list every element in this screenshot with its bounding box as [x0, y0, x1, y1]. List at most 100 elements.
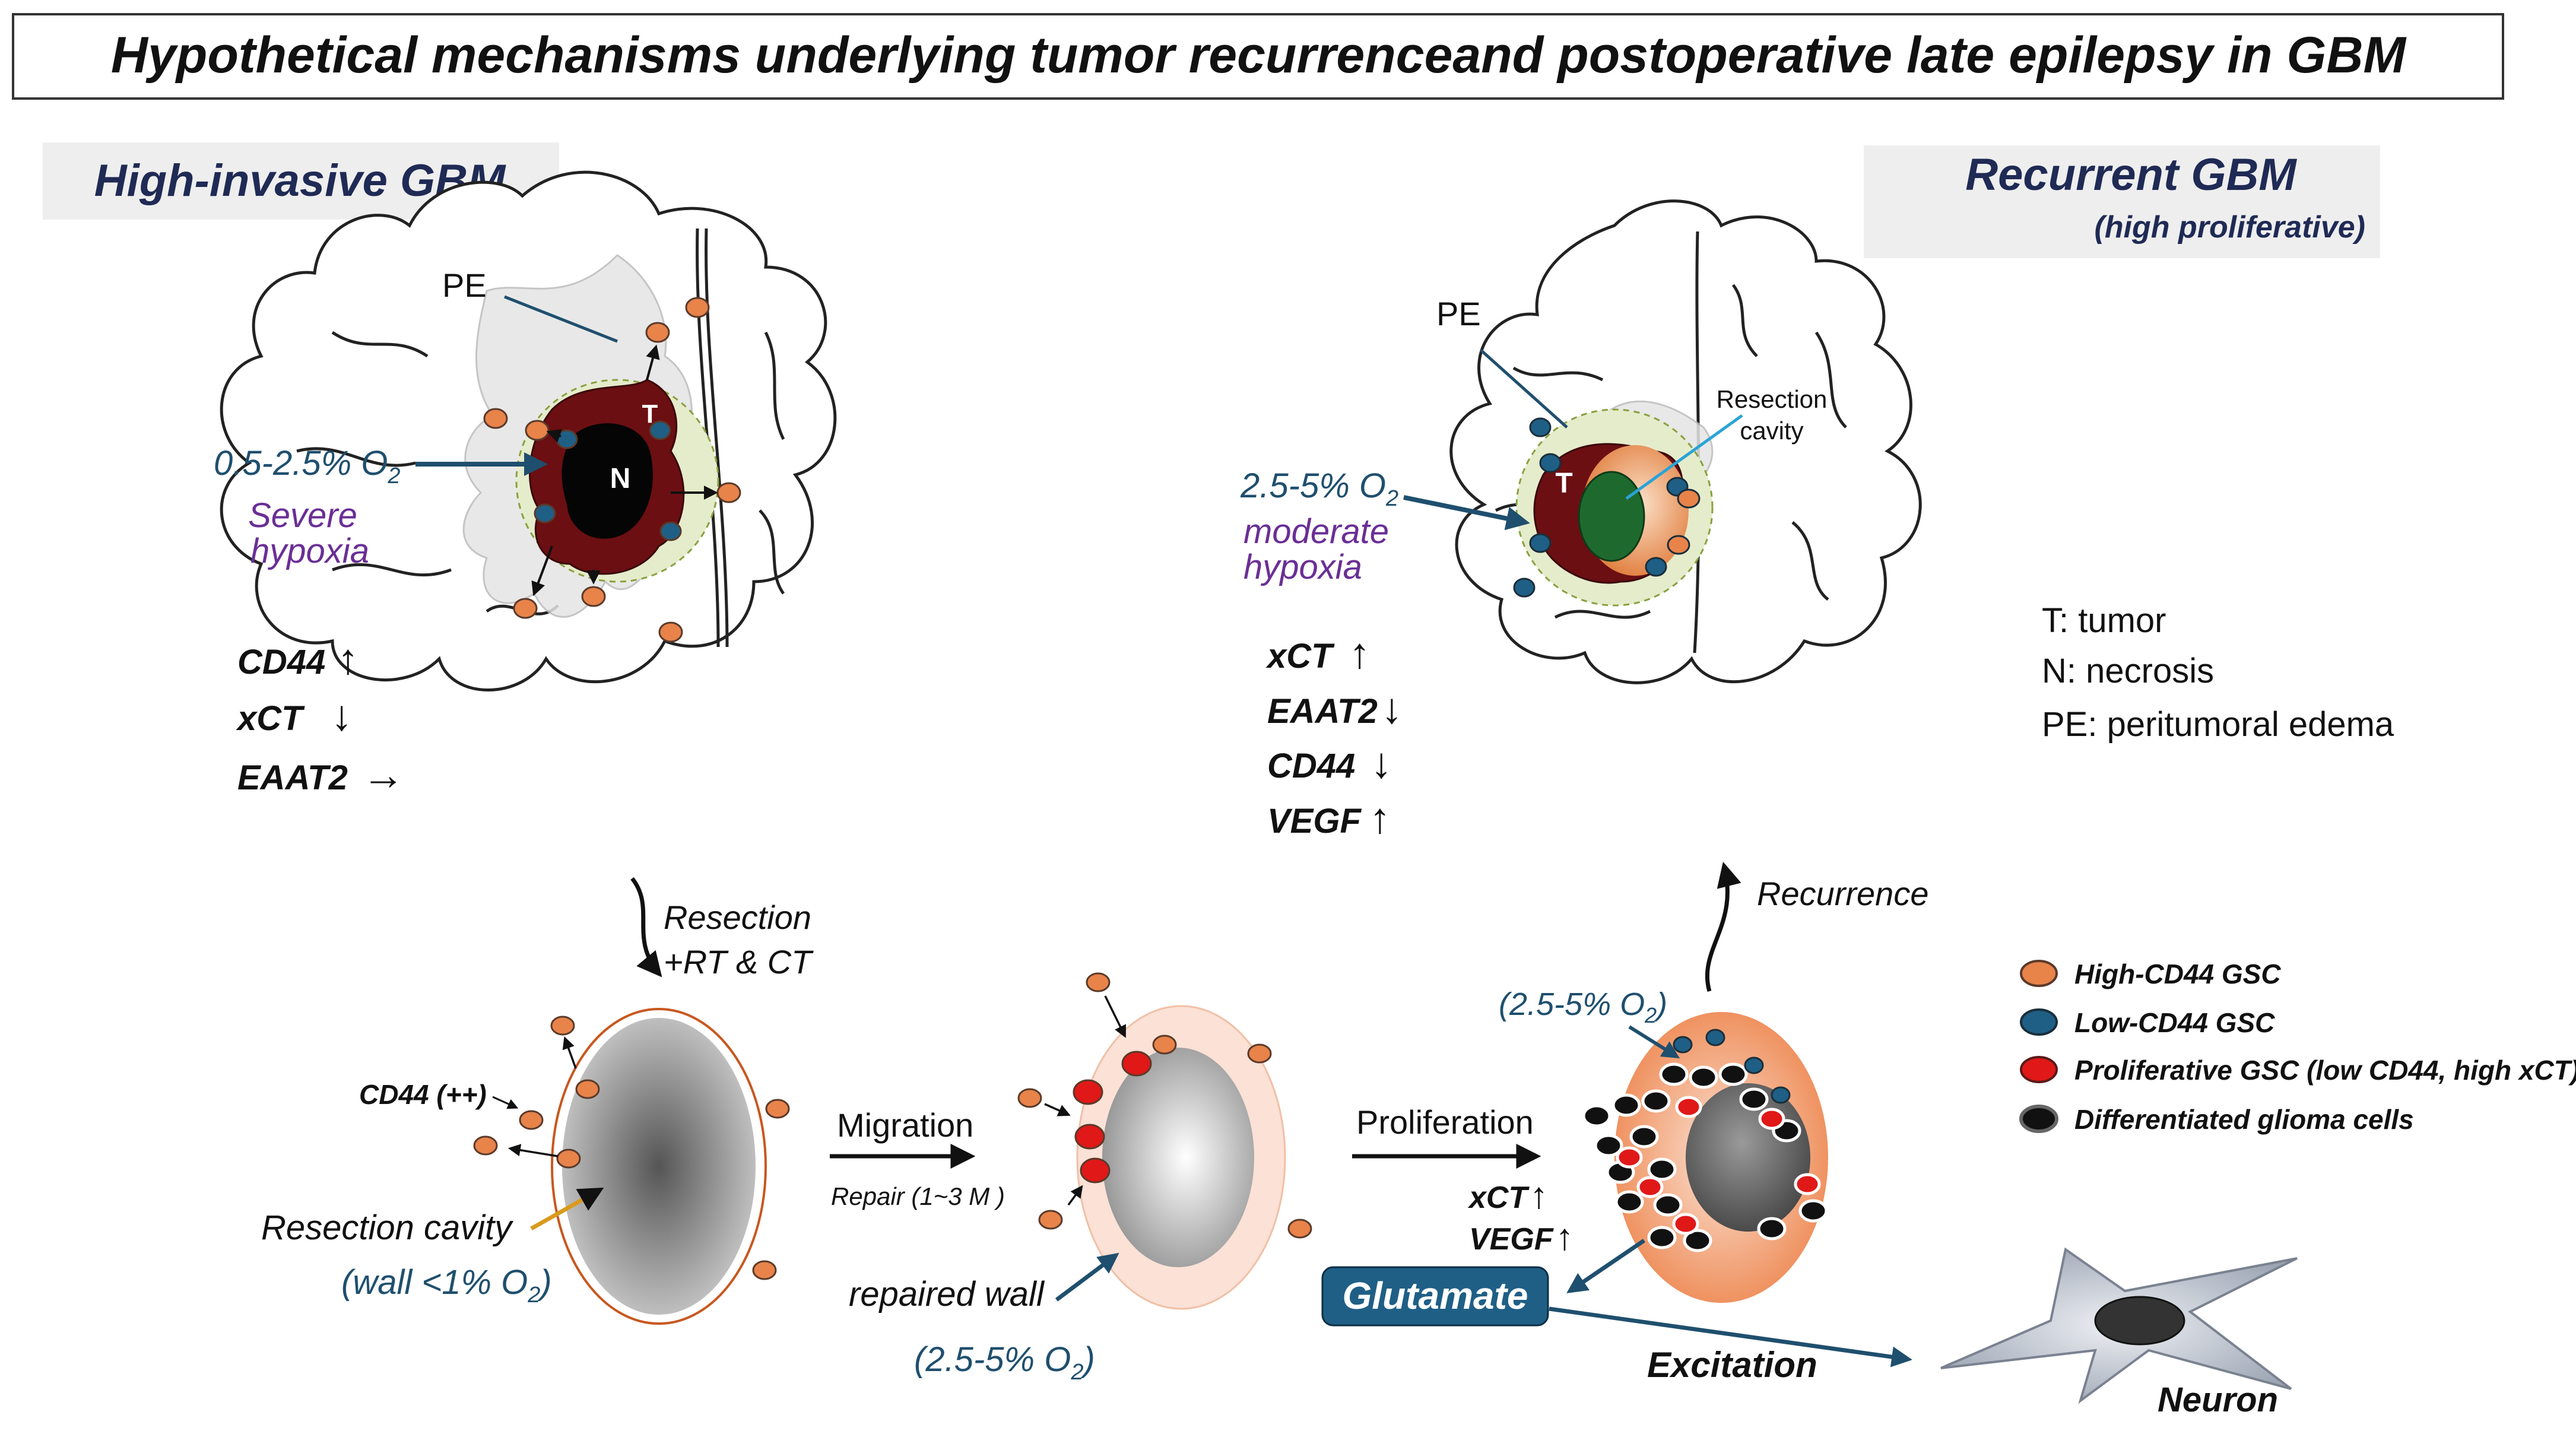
- right-t-label: T: [1555, 468, 1572, 499]
- right-oxygen-label: 2.5-5% O2: [1240, 467, 1398, 511]
- right-marker-eaat2: EAAT2↓: [1267, 685, 1403, 732]
- high-cd44-gsc: [1152, 1035, 1177, 1055]
- glutamate-release-arrow: [1566, 1239, 1645, 1293]
- proliferating-cells: [1582, 1062, 1828, 1252]
- proliferative-gsc: [1616, 1146, 1643, 1169]
- low-cd44-gsc: [1529, 417, 1552, 437]
- page-title: Hypothetical mechanisms underlying tumor…: [111, 27, 2407, 84]
- right-heading: Recurrent GBM: [1965, 150, 2297, 200]
- resection-arrow: [630, 877, 662, 978]
- right-oxygen-arrow: [1403, 495, 1530, 531]
- high-cd44-gsc: [473, 1135, 498, 1156]
- right-heading-box: [1864, 145, 2380, 258]
- legend-label-proliferative: Proliferative GSC (low CD44, high xCT): [2074, 1055, 2576, 1086]
- proliferative-gsc: [1672, 1213, 1699, 1235]
- proliferative-gsc: [1121, 1051, 1152, 1077]
- glutamate-box: [1321, 1266, 1549, 1327]
- high-cd44-gsc: [752, 1260, 777, 1280]
- differentiated-glioma-cell: [1689, 1065, 1718, 1089]
- low-cd44-gsc: [649, 420, 671, 440]
- right-marker-cd44: CD44↓: [1267, 740, 1392, 787]
- high-cd44-gsc: [1086, 972, 1111, 992]
- high-cd44-gsc: [575, 1079, 600, 1099]
- high-cd44-gsc: [645, 322, 670, 343]
- proliferative-gsc: [1675, 1096, 1702, 1118]
- neuron-label: Neuron: [2158, 1381, 2278, 1419]
- left-n-label: N: [610, 463, 631, 494]
- legend: High-CD44 GSC Low-CD44 GSC Proliferative…: [2019, 959, 2576, 1135]
- low-cd44-gsc: [1744, 1057, 1764, 1074]
- low-cd44-gsc: [1645, 557, 1667, 577]
- repaired-wall-pointer: [1055, 1252, 1119, 1302]
- right-pe-pointer: [1480, 349, 1568, 429]
- low-cd44-gsc: [1705, 1029, 1725, 1046]
- left-migration-arrows: [531, 344, 718, 597]
- high-cd44-gsc: [1038, 1210, 1063, 1230]
- differentiated-glioma-cell: [1757, 1217, 1787, 1241]
- cd44-label: CD44 (++): [359, 1079, 487, 1110]
- high-cd44-gsc: [1017, 1088, 1042, 1108]
- differentiated-glioma-cell: [1659, 1062, 1689, 1086]
- low-cd44-gsc: [1513, 578, 1536, 598]
- differentiated-glioma-cell: [1629, 1125, 1659, 1149]
- left-marker-eaat2: EAAT2→: [237, 751, 405, 799]
- high-cd44-gsc: [1677, 488, 1701, 509]
- high-cd44-gsc: [556, 1149, 581, 1169]
- proliferative-gsc: [1758, 1108, 1785, 1130]
- title-box: [12, 13, 2504, 100]
- right-hypoxia-line1: moderate: [1243, 512, 1389, 551]
- left-pe-pointer: [504, 295, 618, 343]
- repair-label: Repair (1~3 M ): [831, 1182, 1005, 1210]
- right-cavity-pointer: [1625, 414, 1743, 500]
- abbrev-necrosis: N: necrosis: [2042, 652, 2214, 690]
- high-cd44-gsc: [483, 408, 508, 429]
- repaired-migration-arrows: [1044, 995, 1126, 1206]
- proliferative-gsc: [1074, 1124, 1105, 1150]
- recurrence-label: Recurrence: [1757, 875, 1928, 912]
- left-hypoxia-line2: hypoxia: [250, 532, 369, 570]
- high-cd44-gsc: [1667, 535, 1690, 555]
- legend-swatch-proliferative: [2020, 1056, 2058, 1083]
- proliferative-gsc: [1636, 1176, 1664, 1198]
- repaired-oxygen-label: (2.5-5% O2): [914, 1340, 1095, 1385]
- differentiated-glioma-cell: [1611, 1093, 1641, 1117]
- differentiated-glioma-cell: [1647, 1157, 1677, 1181]
- differentiated-glioma-cell: [1739, 1087, 1769, 1111]
- cd44-pointer: [492, 1096, 519, 1109]
- right-marker-xct: xCT↑: [1265, 630, 1371, 677]
- repaired-gsc-cells: [1017, 972, 1312, 1239]
- differentiated-glioma-cell: [1594, 1134, 1623, 1157]
- differentiated-glioma-cell: [1653, 1193, 1683, 1217]
- resection-cavity-label: Resection cavity: [261, 1208, 513, 1247]
- low-cd44-gsc: [1539, 453, 1562, 473]
- low-cd44-gsc: [1771, 1086, 1791, 1104]
- right-cavity-line2: cavity: [1740, 417, 1803, 445]
- legend-swatch-low-cd44: [2020, 1008, 2058, 1036]
- neuron-nucleus: [2094, 1296, 2185, 1346]
- excitation-label: Excitation: [1647, 1345, 1817, 1385]
- differentiated-glioma-cell: [1641, 1089, 1671, 1113]
- glutamate-label: Glutamate: [1343, 1274, 1528, 1317]
- resection-label-line1: Resection: [664, 899, 811, 936]
- high-cd44-gsc: [525, 420, 550, 441]
- right-cavity-line1: Resection: [1717, 385, 1828, 413]
- left-marker-cd44: CD44↑: [237, 636, 359, 683]
- proliferative-gsc: [1080, 1157, 1111, 1184]
- left-pe-label: PE: [442, 267, 487, 304]
- proliferative-gsc: [1073, 1079, 1103, 1105]
- repaired-wall-label: repaired wall: [849, 1275, 1045, 1314]
- left-hypoxia-line1: Severe: [248, 496, 357, 535]
- cavity-gsc-cells: [473, 1016, 790, 1280]
- excitation-arrow: [1549, 1306, 1912, 1368]
- resection-cavity: [562, 1018, 756, 1315]
- right-subheading: (high proliferative): [2095, 210, 2365, 245]
- low-cd44-gsc: [1529, 533, 1552, 553]
- high-cd44-gsc: [765, 1099, 790, 1119]
- high-cd44-gsc: [519, 1110, 544, 1130]
- high-cd44-gsc: [513, 598, 538, 619]
- differentiated-glioma-cell: [1683, 1229, 1712, 1252]
- left-marker-xct: xCT↓: [236, 692, 353, 740]
- repaired-cavity: [1102, 1048, 1254, 1267]
- high-cd44-gsc: [716, 482, 741, 503]
